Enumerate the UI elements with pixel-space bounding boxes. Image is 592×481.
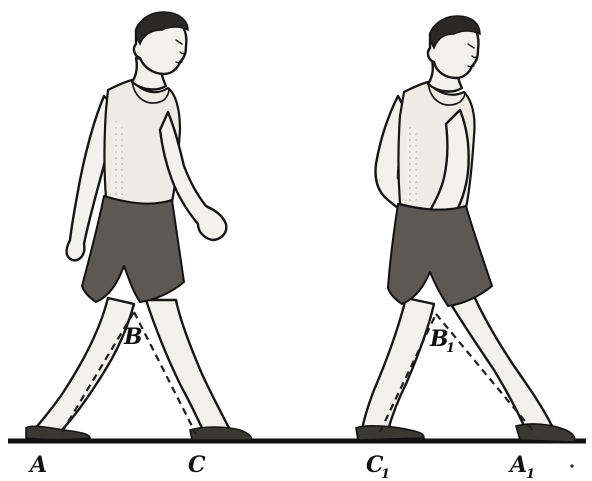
figure-1-walker bbox=[26, 12, 252, 440]
figure-2-walker bbox=[356, 16, 575, 442]
label-a: A bbox=[28, 452, 47, 478]
label-b: B bbox=[123, 324, 143, 350]
label-b1-subscript: 1 bbox=[446, 341, 455, 356]
label-a1-subscript: 1 bbox=[526, 467, 535, 481]
print-speck bbox=[570, 464, 573, 467]
label-a1: A bbox=[508, 452, 527, 478]
label-c1-subscript: 1 bbox=[381, 467, 390, 481]
label-c: C bbox=[188, 452, 206, 478]
